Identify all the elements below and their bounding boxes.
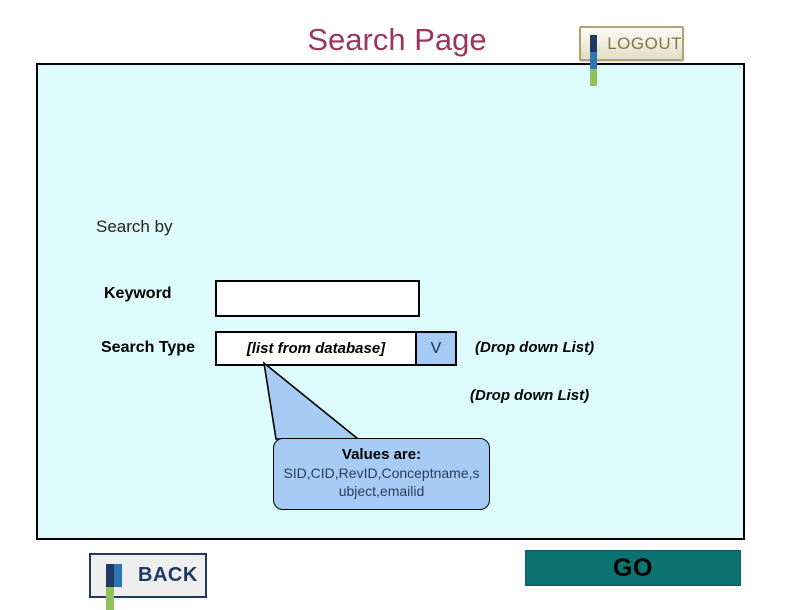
- search-type-label: Search Type: [101, 339, 195, 356]
- bar-chart-icon: [590, 35, 598, 86]
- back-button-label: BACK: [138, 564, 198, 586]
- dropdown-note-secondary: (Drop down List): [470, 387, 590, 404]
- chevron-down-icon[interactable]: V: [415, 333, 455, 364]
- page-title: Search Page: [307, 22, 487, 57]
- back-button[interactable]: BACK: [89, 553, 207, 610]
- search-type-selected-value: [list from database]: [246, 340, 386, 357]
- keyword-input[interactable]: [215, 280, 420, 317]
- search-form-panel: Search by Keyword Search Type [list from…: [36, 63, 745, 610]
- logout-button-label: LOGOUT: [607, 33, 682, 53]
- callout-box: Values are: SID,CID,RevID,Conceptname,su…: [273, 438, 490, 510]
- go-button[interactable]: GO: [525, 550, 741, 586]
- callout-title: Values are:: [341, 446, 422, 463]
- logout-button[interactable]: LOGOUT: [579, 26, 684, 86]
- callout-values: SID,CID,RevID,Conceptname,subject,emaili…: [283, 465, 480, 499]
- keyword-label: Keyword: [104, 285, 172, 302]
- dropdown-note-primary: (Drop down List): [475, 339, 595, 356]
- go-button-label: GO: [613, 553, 653, 582]
- search-by-label: Search by: [96, 217, 173, 236]
- search-type-dropdown[interactable]: [list from database] V: [215, 331, 457, 366]
- bar-chart-icon: [106, 564, 127, 610]
